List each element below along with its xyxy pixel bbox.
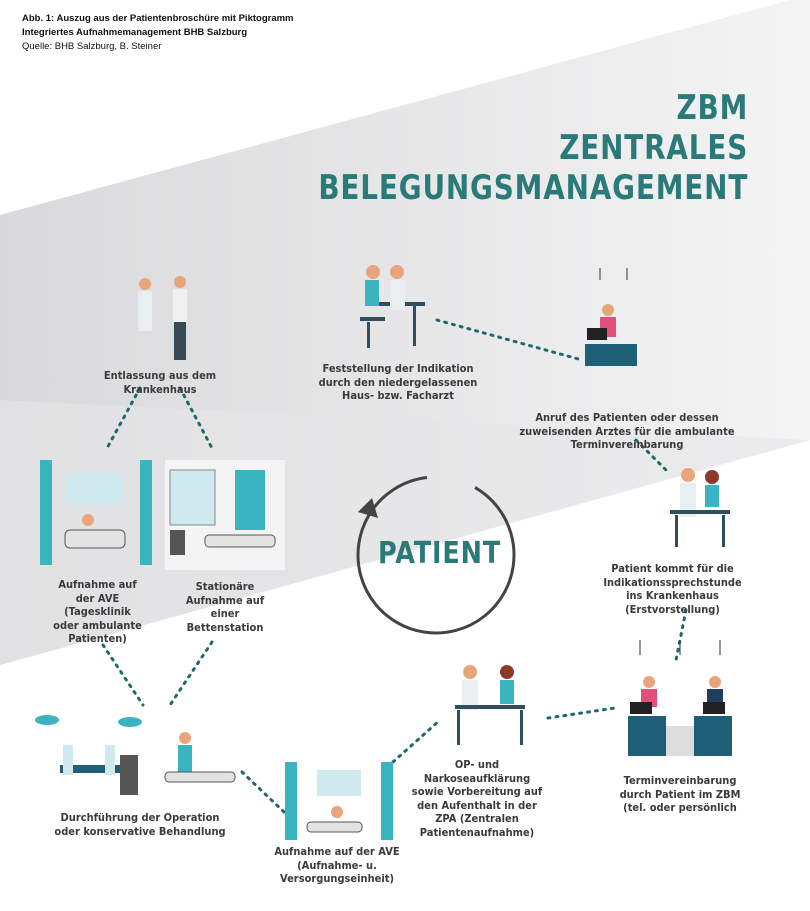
examination-icon (670, 468, 730, 547)
ward-bed-icon (165, 460, 285, 570)
step-label-ave: Aufnahme auf der AVE (Aufnahme- u. Verso… (274, 845, 400, 885)
caption-line1: Abb. 1: Auszug aus der Patientenbroschür… (22, 13, 294, 24)
step-label-zpa: OP- und Narkoseaufklärung sowie Vorberei… (411, 758, 543, 839)
page-title: ZBM ZENTRALES BELEGUNGSMANAGEMENT (318, 88, 748, 208)
step-label-call: Anruf des Patienten oder dessen zuweisen… (519, 411, 735, 451)
step-label-operation: Durchführung der Operation oder konserva… (54, 811, 226, 838)
doctor-consultation-icon (360, 265, 425, 348)
ave-bed-icon (285, 762, 393, 840)
zbm-desk-icon (628, 640, 732, 756)
title-line1: ZBM (676, 88, 748, 128)
title-line3: BELEGUNGSMANAGEMENT (318, 168, 748, 208)
step-label-first-visit: Patient kommt für die Indikationssprechs… (603, 562, 742, 616)
reception-desk-icon (585, 268, 637, 366)
patient-center-label: PATIENT (378, 536, 502, 571)
cycle-arrow (356, 475, 516, 635)
title-line2: ZENTRALES (559, 128, 748, 168)
step-label-ward: Stationäre Aufnahme auf einer Bettenstat… (185, 580, 265, 634)
step-label-zbm-appointment: Terminvereinbarung durch Patient im ZBM … (619, 774, 741, 814)
figure-caption: Abb. 1: Auszug aus der Patientenbroschür… (22, 12, 294, 54)
briefing-icon (455, 665, 525, 745)
step-label-indication: Feststellung der Indikation durch den ni… (318, 362, 478, 402)
operation-icon (35, 715, 236, 795)
discharge-icon (138, 276, 187, 360)
step-label-ave-daycare: Aufnahme auf der AVE (Tagesklinik oder a… (53, 578, 142, 645)
connectors (101, 318, 688, 814)
step-label-discharge: Entlassung aus dem Krankenhaus (103, 369, 217, 396)
caption-source: Quelle: BHB Salzburg, B. Steiner (22, 41, 162, 52)
ave-daycare-icon (40, 460, 152, 565)
caption-line2: Integriertes Aufnahmemanagement BHB Salz… (22, 27, 248, 38)
